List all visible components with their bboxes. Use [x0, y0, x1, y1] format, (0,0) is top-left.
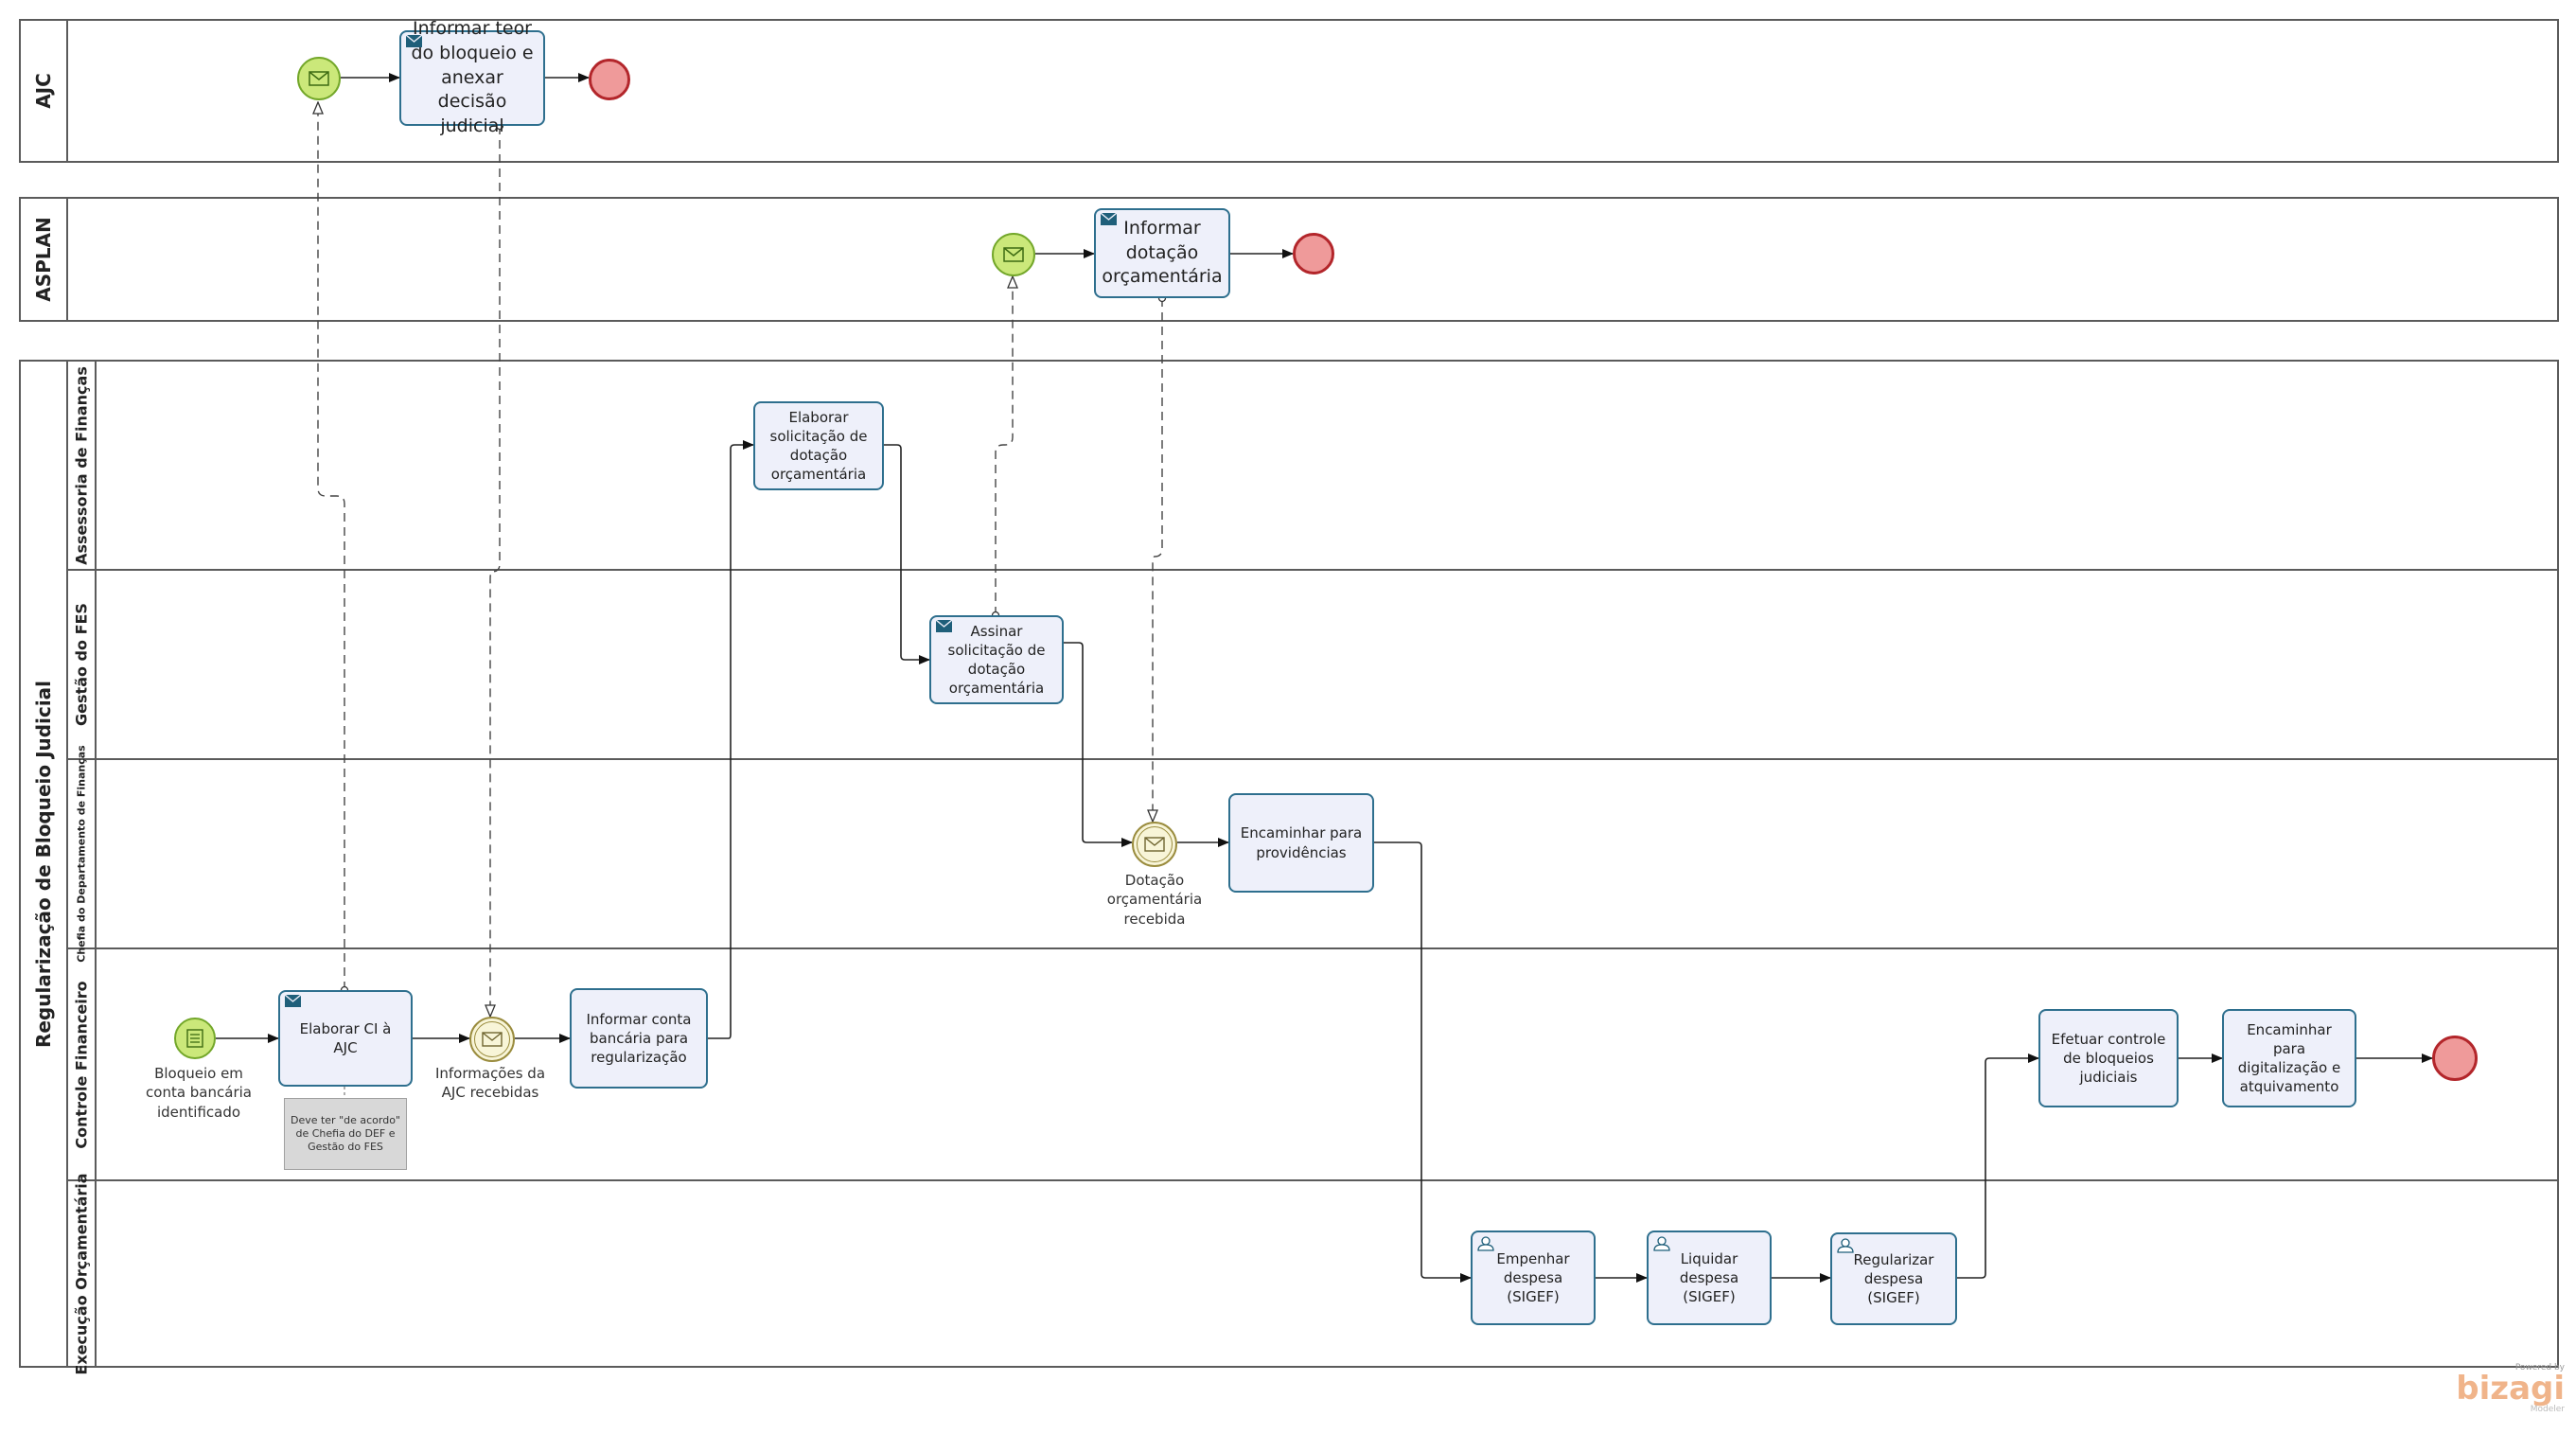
task-regularizar-label: Regularizar despesa (SIGEF): [1853, 1250, 1934, 1307]
send-task-icon: [1101, 213, 1117, 225]
envelope-icon: [482, 1032, 503, 1047]
task-encaminhar-providencias[interactable]: Encaminhar para providências: [1228, 793, 1374, 893]
task-informar-dotacao[interactable]: Informar dotação orçamentária: [1094, 208, 1230, 298]
lane-chefia: Chefia do Departamento de Finanças: [68, 745, 2557, 963]
pool-asplan: ASPLAN: [19, 197, 2559, 322]
conditional-icon: [186, 1029, 203, 1048]
task-liquidar[interactable]: Liquidar despesa (SIGEF): [1647, 1231, 1772, 1325]
task-empenhar-label: Empenhar despesa (SIGEF): [1496, 1249, 1570, 1306]
send-task-icon: [406, 35, 422, 47]
bloqueio-label: Bloqueio em conta bancária identificado: [146, 1065, 252, 1121]
dotacao-recebida-label: Dotação orçamentária recebida: [1106, 872, 1203, 928]
envelope-icon: [1003, 247, 1024, 262]
task-informar-conta-label: Informar conta bancária para regularizaç…: [586, 1010, 692, 1067]
message-informar-teor-to-info-ajc: [490, 126, 500, 1017]
pool-ajc-label: AJC: [21, 21, 68, 161]
task-elaborar-solicitacao[interactable]: Elaborar solicitação de dotação orçament…: [753, 401, 884, 490]
task-informar-teor-label: Informar teor do bloqueio e anexar decis…: [411, 18, 534, 136]
dotacao-recebida-event[interactable]: [1132, 822, 1177, 867]
ajc-end-event[interactable]: [589, 59, 630, 100]
bizagi-logo: Powered by bizagi Modeler: [2456, 1363, 2565, 1414]
lane-execucao: Execução Orçamentária: [68, 1173, 2557, 1374]
task-elaborar-solicitacao-label: Elaborar solicitação de dotação orçament…: [769, 408, 868, 484]
info-ajc-label: Informações da AJC recebidas: [434, 1065, 546, 1102]
bloqueio-start-event[interactable]: [174, 1018, 216, 1059]
asplan-end-event[interactable]: [1293, 233, 1334, 274]
task-assinar-solicitacao-label: Assinar solicitação de dotação orçamentá…: [947, 622, 1046, 698]
asplan-message-start-event[interactable]: [992, 233, 1035, 276]
user-task-icon: [1653, 1236, 1670, 1251]
envelope-icon: [1144, 837, 1165, 852]
flow-informar-conta-to-elaborar-solicitacao: [708, 440, 754, 1039]
task-liquidar-label: Liquidar despesa (SIGEF): [1679, 1249, 1739, 1306]
task-encaminhar-digitalizacao-label: Encaminhar para digitalização e atquivam…: [2237, 1020, 2341, 1096]
task-informar-dotacao-label: Informar dotação orçamentária: [1102, 218, 1223, 288]
message-elaborar-ci-to-ajc-start: [318, 102, 344, 990]
lane-assessoria: Assessoria de Finanças: [68, 362, 2557, 571]
task-efetuar-controle-label: Efetuar controle de bloqueios judiciais: [2051, 1030, 2166, 1087]
flow-assinar-to-dotacao-recebida: [1064, 642, 1133, 847]
logo-powered-by: Powered by: [2514, 1363, 2565, 1372]
pool-main-label: Regularização de Bloqueio Judicial: [21, 362, 68, 1366]
annotation-de-acordo: Deve ter "de acordo" de Chefia do DEF e …: [284, 1098, 407, 1170]
message-informar-dotacao-to-dotacao-recebida: [1153, 298, 1162, 822]
logo-product: Modeler: [2530, 1405, 2565, 1414]
user-task-icon: [1837, 1238, 1854, 1253]
flow-encaminhar-to-empenhar: [1374, 841, 1472, 1283]
flow-regularizar-to-efetuar-controle: [1957, 1054, 2039, 1279]
task-efetuar-controle[interactable]: Efetuar controle de bloqueios judiciais: [2038, 1009, 2179, 1107]
lane-gestao: Gestão do FES: [68, 571, 2557, 760]
task-informar-conta[interactable]: Informar conta bancária para regularizaç…: [570, 988, 708, 1089]
lane-controle: Controle Financeiro: [68, 949, 2557, 1181]
task-informar-teor[interactable]: Informar teor do bloqueio e anexar decis…: [399, 18, 545, 136]
task-encaminhar-digitalizacao[interactable]: Encaminhar para digitalização e atquivam…: [2222, 1009, 2356, 1107]
flow-elaborar-solicitacao-to-assinar: [884, 444, 930, 664]
pool-asplan-label: ASPLAN: [21, 199, 68, 320]
task-elaborar-ci[interactable]: Elaborar CI à AJC: [278, 990, 413, 1087]
task-empenhar[interactable]: Empenhar despesa (SIGEF): [1471, 1231, 1596, 1325]
envelope-icon: [309, 71, 329, 86]
task-encaminhar-providencias-label: Encaminhar para providências: [1240, 824, 1363, 861]
task-elaborar-ci-label: Elaborar CI à AJC: [299, 1019, 392, 1056]
user-task-icon: [1477, 1236, 1494, 1251]
task-assinar-solicitacao[interactable]: Assinar solicitação de dotação orçamentá…: [929, 615, 1064, 704]
info-ajc-event[interactable]: [469, 1017, 515, 1062]
controle-end-event[interactable]: [2432, 1036, 2478, 1081]
message-assinar-to-asplan-start: [996, 276, 1013, 615]
send-task-icon: [936, 620, 952, 632]
ajc-message-start-event[interactable]: [297, 57, 341, 100]
send-task-icon: [285, 995, 301, 1007]
task-regularizar[interactable]: Regularizar despesa (SIGEF): [1830, 1232, 1957, 1325]
logo-brand: bizagi: [2456, 1370, 2565, 1408]
